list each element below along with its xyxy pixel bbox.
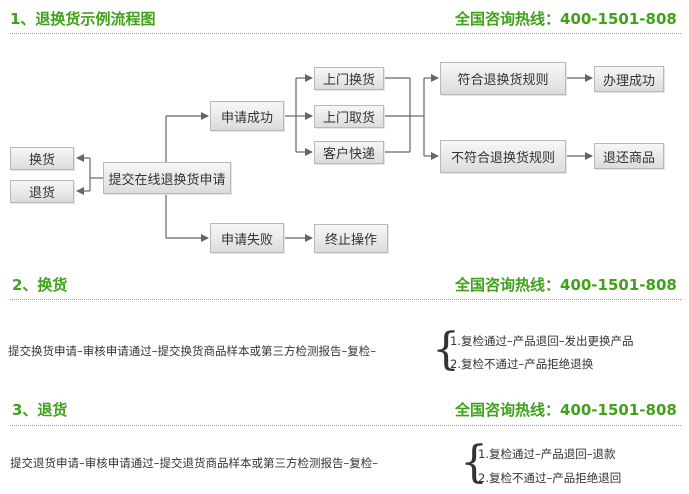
node-exchange: 换货 — [10, 147, 74, 170]
hotline-3: 全国咨询热线：400-1501-808 — [455, 401, 677, 419]
node-fail: 申请失败 — [210, 223, 284, 253]
node-conform: 符合退换货规则 — [440, 62, 566, 95]
node-terminate: 终止操作 — [314, 224, 388, 253]
hotline-2: 全国咨询热线：400-1501-808 — [455, 276, 677, 294]
exchange-process: 提交换货申请–审核申请通过–提交换货商品样本或第三方检测报告–复检– — [8, 344, 376, 358]
node-done: 办理成功 — [594, 66, 664, 92]
node-pickup-replace: 上门换货 — [314, 67, 384, 90]
node-express: 客户快递 — [314, 141, 384, 164]
section3-title: 3、退货 — [12, 401, 68, 419]
exchange-brace: { — [432, 324, 460, 375]
node-pickup-take: 上门取货 — [314, 105, 384, 128]
node-return-goods: 退还商品 — [594, 143, 664, 169]
divider-3 — [10, 425, 681, 426]
section2-title: 2、换货 — [12, 276, 68, 294]
node-return: 退货 — [10, 180, 74, 203]
section1-title: 1、退换货示例流程图 — [10, 10, 156, 28]
exchange-outcome-2: 2.复检不通过–产品拒绝退换 — [450, 357, 594, 371]
node-success: 申请成功 — [210, 101, 284, 131]
node-nonconform: 不符合退换货规则 — [440, 140, 566, 173]
return-outcome-2: 2.复检不通过–产品拒绝退回 — [478, 471, 622, 485]
node-submit: 提交在线退换货申请 — [103, 162, 231, 194]
exchange-outcome-1: 1.复检通过–产品退回–发出更换产品 — [450, 334, 634, 348]
hotline-1: 全国咨询热线：400-1501-808 — [455, 10, 677, 28]
divider-2 — [10, 299, 681, 300]
return-brace: { — [460, 437, 488, 488]
return-process: 提交退货申请–审核申请通过–提交退货商品样本或第三方检测报告–复检– — [10, 456, 378, 470]
divider-1 — [10, 33, 681, 34]
return-outcome-1: 1.复检通过–产品退回–退款 — [478, 447, 616, 461]
